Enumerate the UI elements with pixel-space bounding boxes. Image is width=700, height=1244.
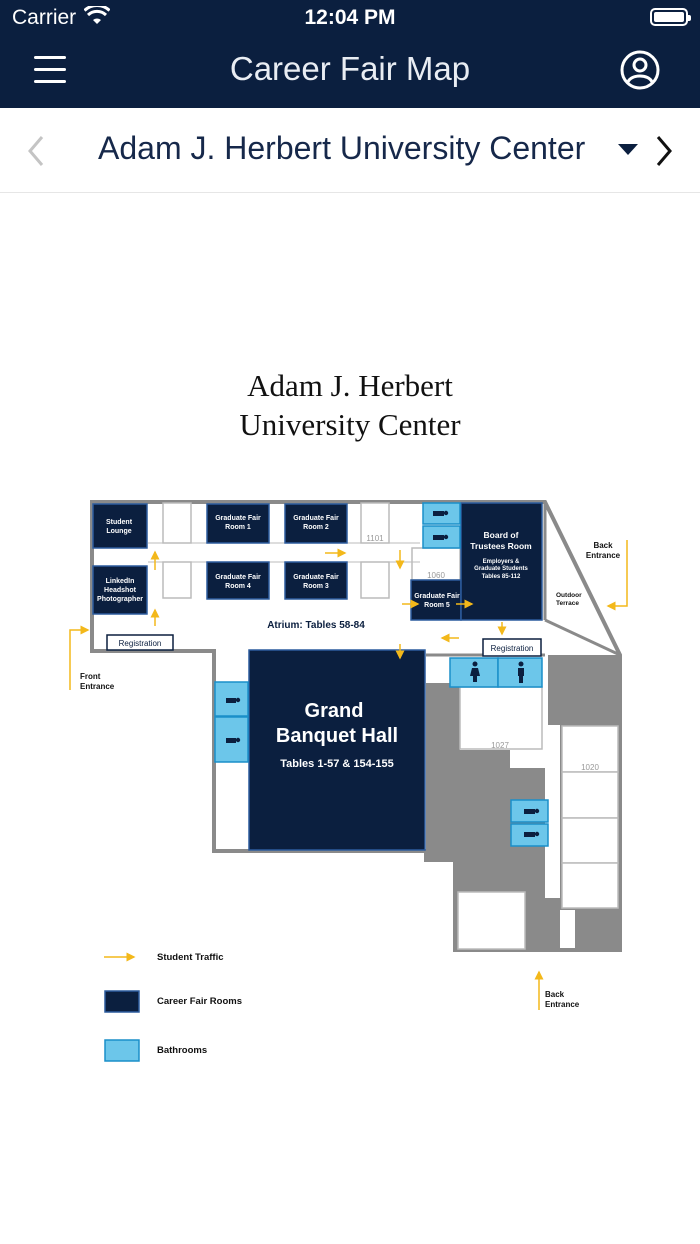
offices <box>162 502 619 950</box>
building-outline <box>90 500 622 952</box>
navigation-bar: Carrier 12:04 PM Career Fair Map <box>0 0 700 108</box>
linkedin-photographer-room[interactable] <box>92 565 148 615</box>
student-traffic-arrows <box>69 540 628 1010</box>
menu-button[interactable] <box>34 56 66 84</box>
chevron-right-icon[interactable] <box>652 134 676 168</box>
room-1101-label: 1101 <box>366 534 384 543</box>
building-name[interactable]: Adam J. Herbert University Center <box>98 130 586 166</box>
svg-text:Entrance: Entrance <box>545 1000 580 1009</box>
svg-text:Graduate Fair: Graduate Fair <box>293 515 339 522</box>
page-title: Career Fair Map <box>229 50 471 87</box>
room-1027-label: 1027 <box>491 741 509 750</box>
profile-icon[interactable] <box>620 50 660 90</box>
map-title: Adam J. Herbert University Center <box>239 368 461 442</box>
clock: 12:04 PM <box>304 6 396 29</box>
legend-room-swatch <box>104 990 140 1013</box>
svg-text:Registration: Registration <box>119 639 162 648</box>
svg-text:Tables 85-112: Tables 85-112 <box>482 574 521 580</box>
svg-text:Trustees Room: Trustees Room <box>470 541 532 551</box>
graduate-fair-room-2[interactable] <box>284 503 348 544</box>
restroom-icon <box>226 510 540 837</box>
student-lounge-room[interactable] <box>92 503 148 549</box>
svg-text:Board of: Board of <box>484 530 519 540</box>
graduate-fair-room-4[interactable] <box>206 561 270 600</box>
svg-text:Terrace: Terrace <box>556 600 579 607</box>
registration-desk <box>106 634 174 651</box>
svg-text:Student: Student <box>106 519 133 526</box>
svg-text:Graduate Fair: Graduate Fair <box>215 515 261 522</box>
graduate-fair-room-1[interactable] <box>206 503 270 544</box>
atrium-label: Atrium: Tables 58-84 <box>267 620 365 631</box>
graduate-fair-room-3[interactable] <box>284 561 348 600</box>
svg-text:Back: Back <box>593 541 613 550</box>
svg-text:Registration: Registration <box>491 644 534 653</box>
svg-text:Outdoor: Outdoor <box>556 592 582 599</box>
svg-text:Graduate Fair: Graduate Fair <box>215 574 261 581</box>
dropdown-caret-icon[interactable] <box>618 144 638 155</box>
legend-bathroom-swatch <box>104 1039 140 1062</box>
svg-text:Front: Front <box>80 672 101 681</box>
svg-text:Headshot: Headshot <box>104 587 137 594</box>
svg-text:Lounge: Lounge <box>106 528 131 535</box>
svg-text:Banquet Hall: Banquet Hall <box>276 725 398 747</box>
battery-icon <box>650 8 691 26</box>
svg-text:Grand: Grand <box>305 700 364 722</box>
svg-text:Room 2: Room 2 <box>303 524 329 531</box>
svg-text:Entrance: Entrance <box>80 682 115 691</box>
registration-desk <box>482 638 542 657</box>
svg-text:Tables 1-57 & 154-155: Tables 1-57 & 154-155 <box>280 758 394 770</box>
svg-text:Room 4: Room 4 <box>225 583 251 590</box>
wifi-icon <box>84 6 110 24</box>
grand-banquet-hall[interactable] <box>248 649 426 851</box>
svg-text:Entrance: Entrance <box>586 551 621 560</box>
svg-text:Back: Back <box>545 990 565 999</box>
svg-text:Room 5: Room 5 <box>424 602 450 609</box>
carrier-label: Carrier <box>12 6 77 29</box>
svg-text:Room 3: Room 3 <box>303 583 329 590</box>
status-bar: Carrier 12:04 PM <box>0 0 700 36</box>
room-1020-label: 1020 <box>581 763 599 772</box>
graduate-fair-room-5[interactable] <box>410 579 462 621</box>
svg-text:Room 1: Room 1 <box>225 524 251 531</box>
legend-traffic: Student Traffic <box>157 952 224 963</box>
board-of-trustees-room[interactable] <box>460 502 543 621</box>
building-selector-bar <box>0 108 700 193</box>
legend-rooms: Career Fair Rooms <box>157 996 242 1007</box>
svg-text:Employers &: Employers & <box>483 559 520 565</box>
chevron-left-icon[interactable] <box>24 134 48 168</box>
svg-text:Photographer: Photographer <box>97 596 143 603</box>
svg-text:LinkedIn: LinkedIn <box>106 578 135 585</box>
legend-bathrooms: Bathrooms <box>157 1045 207 1056</box>
svg-text:Graduate Fair: Graduate Fair <box>414 593 460 600</box>
svg-text:Graduate Students: Graduate Students <box>474 566 528 572</box>
svg-text:Graduate Fair: Graduate Fair <box>293 574 339 581</box>
room-1060-label: 1060 <box>427 571 445 580</box>
